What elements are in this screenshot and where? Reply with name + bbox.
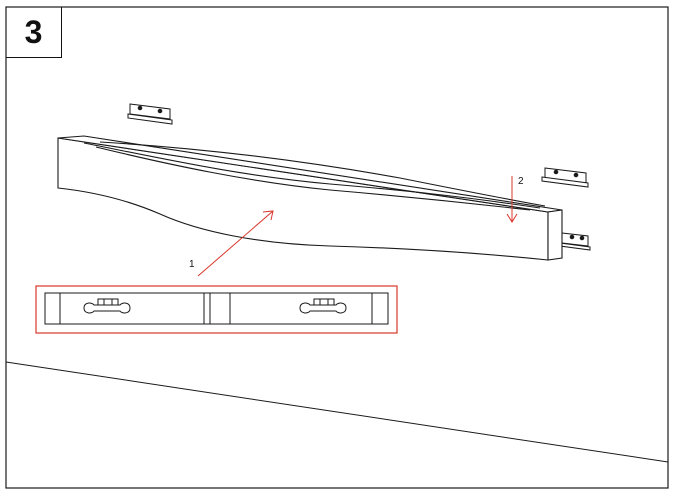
step-number: 3 (24, 13, 43, 50)
keyhole-slot-right (299, 298, 347, 314)
wall-bracket-left (127, 103, 173, 125)
callout-arrow-1 (197, 210, 274, 277)
page-border (5, 6, 669, 489)
keyhole-slot-left (83, 298, 131, 314)
wall-bracket-right-upper (541, 167, 589, 188)
floor-line (5, 361, 669, 463)
callout-label-1: 1 (189, 259, 195, 270)
step-number-box: 3 (6, 7, 62, 58)
wall-bracket-right-lower (559, 232, 591, 251)
callout-label-2: 2 (518, 176, 524, 187)
callout-arrow-2 (506, 176, 518, 223)
shelf-panel (57, 135, 563, 261)
